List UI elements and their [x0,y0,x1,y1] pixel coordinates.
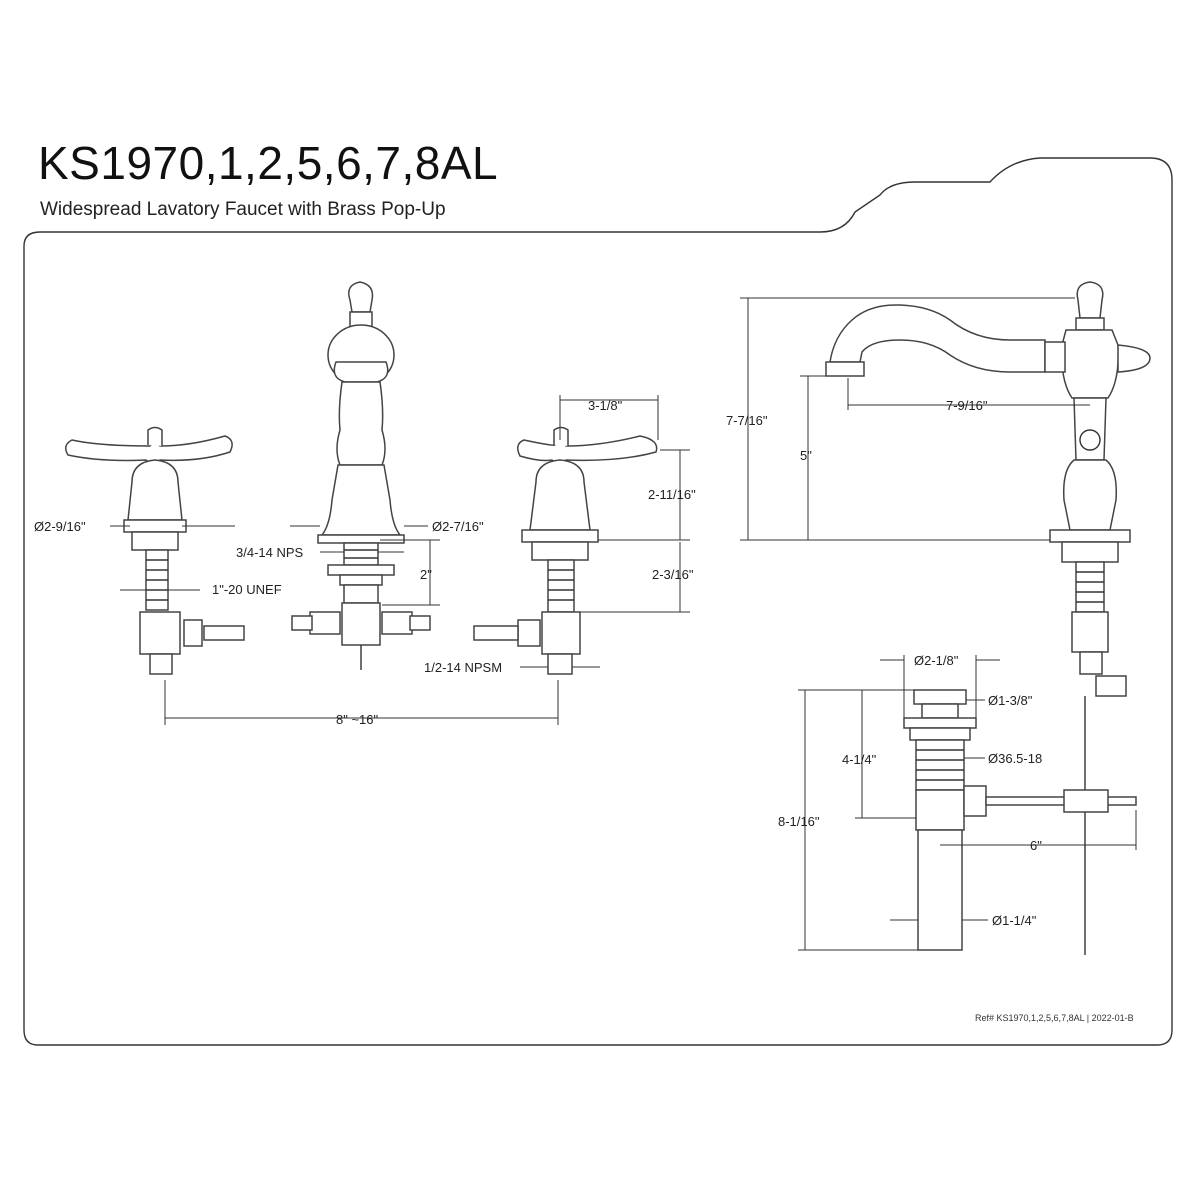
dim-popup-total-height: 8-1/16" [778,814,820,829]
side-view-faucet-drawing [825,281,1151,955]
dim-popup-flange: Ø2-1/8" [914,653,959,668]
dim-handle-height: 2-11/16" [648,487,696,502]
dim-popup-tailpiece: Ø1-1/4" [992,913,1037,928]
dim-spout-base-diameter: Ø2-7/16" [432,519,484,534]
drawing-frame [23,157,1173,1046]
reference-number: Ref# KS1970,1,2,5,6,7,8AL | 2022-01-B [975,1013,1134,1023]
dim-popup-body-height: 4-1/4" [842,752,877,767]
right-handle-drawing [473,426,658,675]
page-title: KS1970,1,2,5,6,7,8AL [38,137,499,189]
popup-drain-drawing [903,689,1137,951]
dim-spout-reach: 7-9/16" [946,398,988,413]
page-subtitle: Widespread Lavatory Faucet with Brass Po… [40,199,446,220]
dim-handle-width: 3-1/8" [588,398,623,413]
dim-thread-npsm: 1/2-14 NPSM [424,660,502,675]
dim-handle-shank: 2-3/16" [652,567,694,582]
dim-handle-diameter: Ø2-9/16" [34,519,86,534]
dim-thread-unef: 1"-20 UNEF [212,582,282,597]
dim-spout-shank: 2" [420,567,432,582]
dim-thread-nps: 3/4-14 NPS [236,545,304,560]
center-spout-drawing [291,281,431,670]
left-handle-drawing [65,426,245,675]
dim-popup-stopper: Ø1-3/8" [988,693,1033,708]
dim-popup-rod: 6" [1030,838,1042,853]
dim-total-height: 7-7/16" [726,413,768,428]
dimension-lines [110,297,1137,951]
dim-spout-height: 5" [800,448,812,463]
dim-spread: 8" ~16" [336,712,379,727]
dim-popup-thread: Ø36.5-18 [988,751,1042,766]
